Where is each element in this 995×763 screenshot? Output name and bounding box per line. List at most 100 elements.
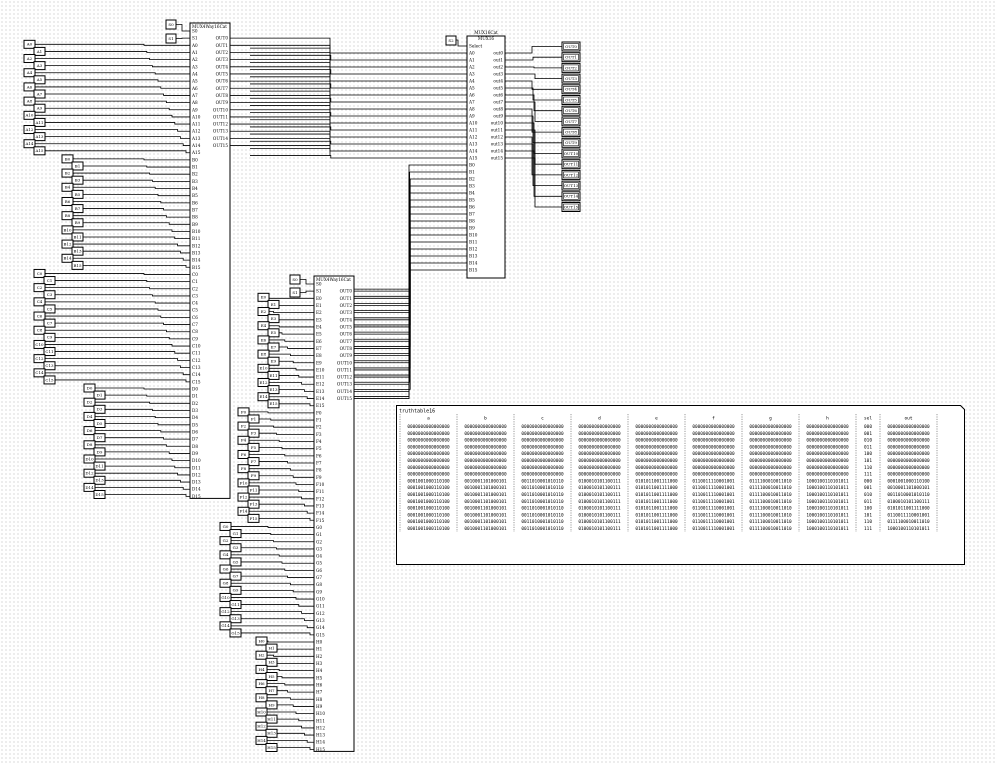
mux4way16-1-input-box-F10[interactable]: F10 (237, 478, 250, 488)
mux4way16-1-input-box-F13[interactable]: F13 (247, 499, 260, 509)
mux4way16-1-input-box-F15[interactable]: F15 (247, 513, 260, 523)
mux4way16-0-input-box-A12[interactable]: A12 (23, 125, 36, 135)
mux4way16-1-input-box-F1[interactable]: F1 (247, 414, 260, 424)
mux4way16-0-input-box-D0[interactable]: D0 (83, 383, 96, 393)
mux4way16-0-input-box-A5[interactable]: A5 (33, 75, 46, 85)
mux4way16-0-input-box-A2[interactable]: A2 (23, 54, 36, 64)
mux4way16-1-input-box-F12[interactable]: F12 (237, 492, 250, 502)
mux4way16-0-input-box-A15[interactable]: A15 (33, 146, 46, 156)
mux4way16-0-input-box-B15[interactable]: B15 (71, 260, 84, 270)
mux4way16-1-input-box-H14[interactable]: H14 (255, 735, 268, 745)
mux4way16-1-input-box-F11[interactable]: F11 (247, 485, 260, 495)
mux4way16-0-select-box-0[interactable]: S0 (165, 19, 177, 30)
mux4way16-1-input-box-E6[interactable]: E6 (257, 335, 270, 345)
mux16-output-box-0[interactable]: OUT0 (561, 41, 581, 52)
mux4way16-1-input-box-E3[interactable]: E3 (267, 314, 280, 324)
mux4way16-1-input-box-G0[interactable]: G0 (219, 521, 232, 531)
mux4way16-1-input-box-H8[interactable]: H8 (255, 693, 268, 703)
mux4way16-0-input-box-D3[interactable]: D3 (93, 404, 106, 414)
mux16-output-box-10[interactable]: OUT10 (561, 148, 581, 159)
mux4way16-1-input-box-G13[interactable]: G13 (229, 614, 242, 624)
mux4way16-0-input-box-C0[interactable]: C0 (33, 268, 46, 278)
mux4way16-0-input-box-D4[interactable]: D4 (83, 411, 96, 421)
mux4way16-0-input-box-D5[interactable]: D5 (93, 419, 106, 428)
mux16-output-box-6[interactable]: OUT6 (561, 105, 581, 116)
mux4way16-0-input-box-C14[interactable]: C14 (33, 368, 46, 378)
mux16-output-box-5[interactable]: OUT5 (561, 95, 581, 105)
mux4way16-1-input-box-F5[interactable]: F5 (247, 442, 260, 452)
mux4way16-1-input-box-E12[interactable]: E12 (257, 378, 270, 388)
mux4way16-0-input-box-A6[interactable]: A6 (23, 82, 36, 92)
mux4way16-0-input-box-C3[interactable]: C3 (43, 290, 56, 300)
mux4way16-0-input-box-C2[interactable]: C2 (33, 283, 46, 293)
mux4way16-1-input-box-G1[interactable]: G1 (229, 529, 242, 539)
mux4way16-1-input-box-F9[interactable]: F9 (247, 471, 260, 481)
mux4way16-1-input-box-E11[interactable]: E11 (267, 370, 280, 380)
mux4way16-0-input-box-B1[interactable]: B1 (71, 161, 84, 171)
mux4way16-1-input-box-E7[interactable]: E7 (267, 342, 280, 352)
mux4way16-0-input-box-A4[interactable]: A4 (23, 68, 36, 78)
mux4way16-0-input-box-B4[interactable]: B4 (61, 182, 74, 192)
mux4way16-1-input-box-H13[interactable]: H13 (265, 728, 278, 738)
mux4way16-1-input-box-H6[interactable]: H6 (255, 679, 268, 689)
mux16-output-box-7[interactable]: OUT7 (561, 116, 581, 127)
mux4way16-1-input-box-H4[interactable]: H4 (255, 664, 268, 674)
mux4way16-1-input-box-E10[interactable]: E10 (257, 363, 270, 373)
mux16-chip[interactable] (466, 35, 506, 279)
mux4way16-0-input-box-D1[interactable]: D1 (93, 390, 106, 400)
mux4way16-0-input-box-C11[interactable]: C11 (43, 347, 56, 357)
mux4way16-0-input-box-B3[interactable]: B3 (71, 175, 84, 185)
mux4way16-0-input-box-D13[interactable]: D13 (93, 475, 106, 485)
mux4way16-0-input-box-D8[interactable]: D8 (83, 440, 96, 450)
mux4way16-1-input-box-E4[interactable]: E4 (257, 321, 270, 331)
mux4way16-1-input-box-G15[interactable]: G15 (229, 628, 242, 638)
mux4way16-1-input-box-G11[interactable]: G11 (229, 600, 242, 610)
mux4way16-1-input-box-F14[interactable]: F14 (237, 506, 250, 516)
mux4way16-1-input-box-F6[interactable]: F6 (237, 449, 250, 459)
mux4way16-0-input-box-D14[interactable]: D14 (83, 482, 96, 492)
mux4way16-1-input-box-G14[interactable]: G14 (219, 621, 232, 631)
mux4way16-1-input-box-F7[interactable]: F7 (247, 457, 260, 467)
mux16-output-box-12[interactable]: OUT12 (561, 169, 581, 180)
mux4way16-1-input-box-H15[interactable]: H15 (265, 743, 278, 752)
mux16-output-box-11[interactable]: OUT11 (561, 159, 581, 170)
mux4way16-1-input-box-H11[interactable]: H11 (265, 714, 278, 724)
mux4way16-0-input-box-B14[interactable]: B14 (61, 253, 74, 263)
mux4way16-0-input-box-B2[interactable]: B2 (61, 168, 74, 178)
mux4way16-1-input-box-G9[interactable]: G9 (229, 585, 242, 595)
mux4way16-0-input-box-A8[interactable]: A8 (23, 96, 36, 106)
mux4way16-1-input-box-F4[interactable]: F4 (237, 435, 250, 445)
mux4way16-0-select-box-1[interactable]: S1 (165, 33, 177, 44)
mux4way16-0-input-box-B0[interactable]: B0 (61, 154, 74, 164)
mux4way16-1-input-box-F3[interactable]: F3 (247, 428, 260, 438)
mux4way16-1-input-box-H10[interactable]: H10 (255, 707, 268, 717)
mux4way16-1-input-box-G10[interactable]: G10 (219, 592, 232, 602)
mux4way16-1-input-box-F8[interactable]: F8 (237, 464, 250, 474)
mux4way16-0-input-box-C1[interactable]: C1 (43, 276, 56, 286)
mux4way16-0-input-box-C15[interactable]: C15 (43, 375, 56, 385)
mux4way16-1-input-box-G6[interactable]: G6 (219, 564, 232, 574)
mux4way16-1-input-box-H1[interactable]: H1 (265, 643, 278, 653)
mux4way16-0-input-box-C10[interactable]: C10 (33, 339, 46, 349)
mux16-output-box-1[interactable]: OUT1 (561, 52, 581, 63)
mux16-output-box-4[interactable]: OUT4 (561, 84, 581, 95)
mux4way16-0-input-box-A7[interactable]: A7 (33, 89, 46, 99)
mux16-output-box-2[interactable]: OUT2 (561, 62, 581, 73)
mux4way16-0-input-box-B10[interactable]: B10 (61, 225, 74, 235)
mux4way16-0-input-box-D12[interactable]: D12 (83, 468, 96, 478)
mux4way16-0-input-box-B8[interactable]: B8 (61, 211, 74, 221)
mux16-output-box-13[interactable]: OUT13 (561, 180, 581, 191)
mux4way16-1-input-box-E5[interactable]: E5 (267, 328, 280, 338)
mux4way16-0-input-box-A13[interactable]: A13 (33, 132, 46, 142)
mux4way16-0-input-box-B13[interactable]: B13 (71, 246, 84, 256)
mux4way16-0-input-box-D11[interactable]: D11 (93, 461, 106, 471)
mux4way16-0-input-box-B6[interactable]: B6 (61, 196, 74, 206)
mux4way16-1-input-box-H12[interactable]: H12 (255, 721, 268, 731)
mux4way16-0-input-box-A11[interactable]: A11 (33, 117, 46, 127)
mux4way16-1-select-box-0[interactable]: S0 (289, 274, 301, 285)
mux4way16-0-input-box-A9[interactable]: A9 (33, 103, 46, 113)
mux4way16-0-input-box-A3[interactable]: A3 (33, 61, 46, 71)
mux4way16-1-input-box-H7[interactable]: H7 (265, 686, 278, 696)
mux4way16-0-input-box-C6[interactable]: C6 (33, 311, 46, 321)
